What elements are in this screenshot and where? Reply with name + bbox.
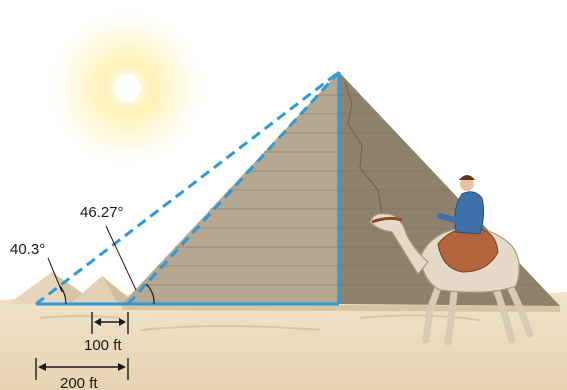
sand-ripples [39,314,481,331]
sun-icon [45,6,209,170]
angle-far-leader [47,257,63,293]
angle-near-leader [105,225,137,291]
camel-rider-illustration [369,175,534,346]
distance-far-label: 200 ft [60,375,98,390]
dimension-200ft [35,358,129,380]
angle-near-label: 46.27° [80,204,124,221]
sight-line-near [126,70,341,306]
angle-far-label: 40.3° [10,241,45,258]
distance-between-label: 100 ft [84,337,122,354]
dimension-100ft [91,312,129,334]
angle-arc-near [145,283,155,305]
angle-arc-far [59,285,67,305]
sight-lines [35,70,341,306]
background-pyramids [8,272,136,304]
